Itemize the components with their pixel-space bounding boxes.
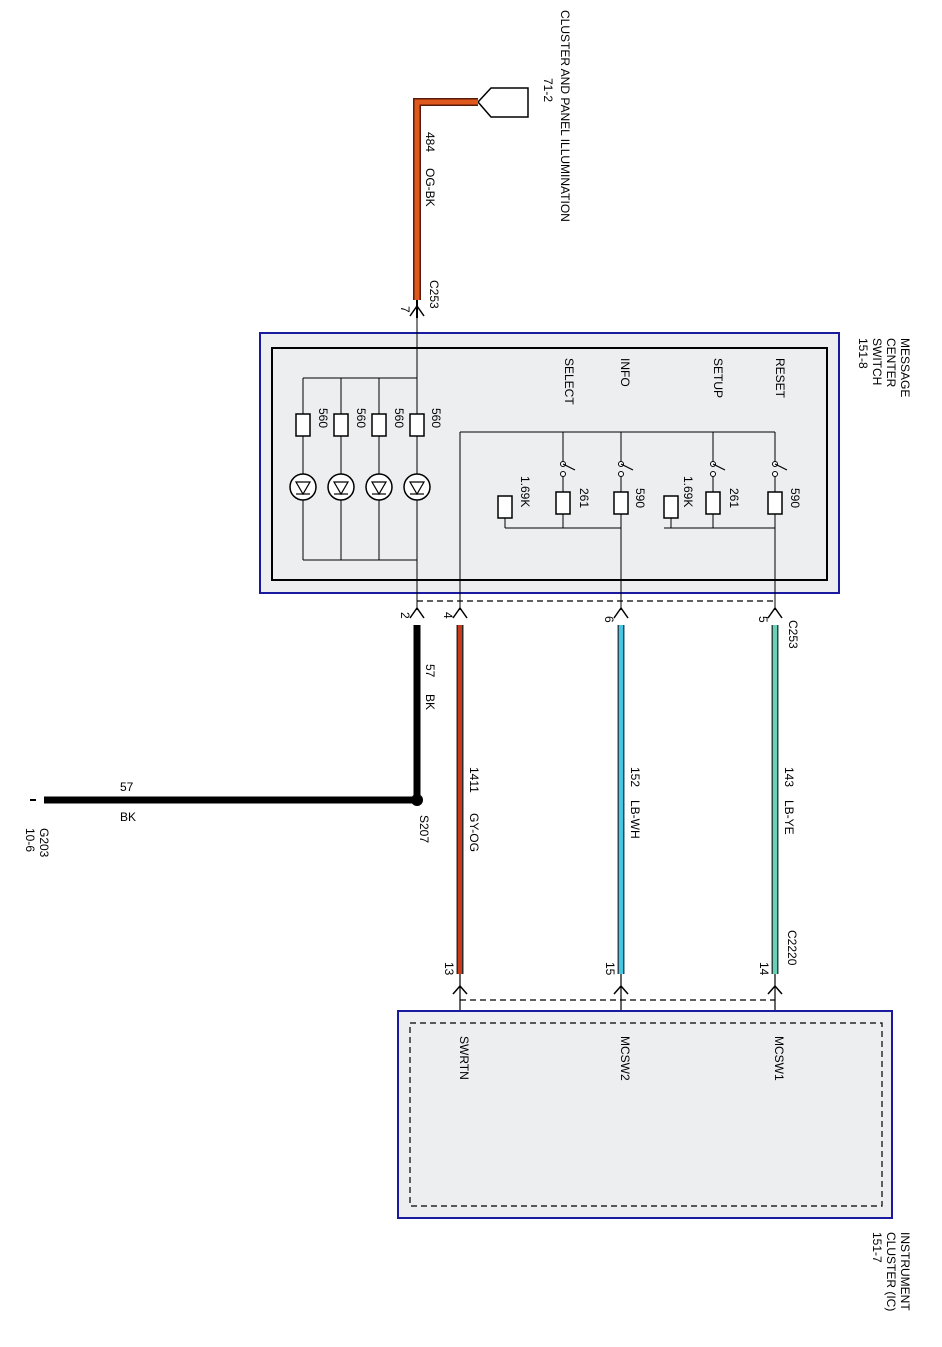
resistor-icon <box>555 491 571 515</box>
button-label-select: SELECT <box>562 358 576 405</box>
top-connector-ref: 71-2 <box>541 78 555 102</box>
top-connector: CLUSTER AND PANEL ILLUMINATION 71-2 <box>476 10 572 222</box>
splice-s207: 57 BK S207 <box>44 780 431 843</box>
c253-pin-2: 2 <box>398 612 412 619</box>
c253-pin-5: 5 <box>756 616 770 623</box>
cluster-module-box <box>397 1010 893 1219</box>
wire-484-number: 484 <box>423 132 437 152</box>
led-icon <box>403 473 431 501</box>
led-column-2: 560 <box>327 378 368 560</box>
connector-shape <box>476 87 529 118</box>
resistor-icon <box>613 491 629 515</box>
wire-484-color: OG-BK <box>423 168 437 207</box>
wire-152-color: LB-WH <box>628 800 642 839</box>
c253-bottom-connector: C253 2 4 6 5 <box>398 600 800 649</box>
resistor-icon <box>705 491 721 515</box>
resistor-value: 1.69K <box>681 476 695 507</box>
wire-1411: 1411 GY-OG <box>456 625 481 974</box>
switch-contact-icon <box>620 463 634 471</box>
c2220-pin-14: 14 <box>757 962 771 976</box>
ground-ref: 10-6 <box>23 828 37 852</box>
ground-name: G203 <box>37 828 51 858</box>
led-column-3: 560 <box>365 378 406 560</box>
wire-143: 143 LB-YE <box>771 625 796 974</box>
switch-title-2: CENTER <box>884 338 898 388</box>
resistor-value: 261 <box>577 488 591 508</box>
switch-group-left: 590 261 1.69K <box>497 432 647 610</box>
cluster-pin-mcsw1: MCSW1 <box>772 1036 786 1081</box>
c2220-name: C2220 <box>785 930 799 966</box>
resistor-value: 590 <box>788 488 802 508</box>
button-label-info: INFO <box>618 358 632 387</box>
button-label-setup: SETUP <box>711 358 725 398</box>
wire-484: 484 OG-BK <box>413 98 478 300</box>
splice-name: S207 <box>417 815 431 843</box>
wire-152: 152 LB-WH <box>617 625 642 974</box>
resistor-value: 1.69K <box>518 476 532 507</box>
wire-57-vertical-color: BK <box>423 694 437 710</box>
splice-dot-icon <box>411 794 423 806</box>
c253-pin-6: 6 <box>602 616 616 623</box>
c253-pin-4: 4 <box>441 612 455 619</box>
led-icon <box>327 473 355 501</box>
wire-57-vertical: 57 BK <box>413 625 437 800</box>
wire-57-vertical-number: 57 <box>423 664 437 678</box>
resistor-value: 261 <box>727 488 741 508</box>
wire-57-horizontal-number: 57 <box>120 780 134 794</box>
wire-143-color: LB-YE <box>782 800 796 835</box>
ground-g203: G203 10-6 <box>23 799 51 858</box>
led-resistor-icon <box>371 413 387 437</box>
led-resistor-icon <box>295 413 311 437</box>
top-connector-title: CLUSTER AND PANEL ILLUMINATION <box>558 10 572 222</box>
led-resistor-value: 560 <box>429 408 443 428</box>
wire-1411-number: 1411 <box>467 767 481 793</box>
wire-1411-color: GY-OG <box>467 813 481 852</box>
instrument-cluster: SWRTN MCSW2 MCSW1 INSTRUMENT CLUSTER (IC… <box>397 1010 912 1311</box>
cluster-pin-swrtn: SWRTN <box>457 1036 471 1080</box>
cluster-inner-box <box>409 1022 883 1207</box>
led-resistor-value: 560 <box>392 408 406 428</box>
switch-inner-box <box>271 347 828 581</box>
resistor-icon <box>497 495 513 519</box>
led-column-1: 560 <box>289 378 330 560</box>
c253-top-terminal: C253 7 <box>398 280 441 318</box>
wire-57-horizontal-color: BK <box>120 810 136 824</box>
switch-title-1: MESSAGE <box>898 338 912 397</box>
led-resistor-icon <box>333 413 349 437</box>
cluster-ref: 151-7 <box>870 1232 884 1263</box>
led-resistor-value: 560 <box>354 408 368 428</box>
led-column-4: 560 <box>403 408 443 501</box>
led-resistor-value: 560 <box>316 408 330 428</box>
switch-title-3: SWITCH <box>870 338 884 385</box>
resistor-icon <box>767 491 783 515</box>
c2220-pin-15: 15 <box>603 962 617 976</box>
wire-143-number: 143 <box>782 767 796 787</box>
led-resistor-icon <box>409 413 425 437</box>
c253-bottom-name: C253 <box>786 620 800 649</box>
button-label-reset: RESET <box>773 358 787 399</box>
wire-152-number: 152 <box>628 767 642 787</box>
switch-ref: 151-8 <box>856 338 870 369</box>
c253-top-pin: 7 <box>398 306 412 313</box>
c2220-pin-13: 13 <box>442 962 456 976</box>
switch-group-right: 590 261 1.69K <box>663 432 802 610</box>
message-center-switch: MESSAGE CENTER SWITCH 151-8 560 560 <box>259 318 912 610</box>
cluster-title-1: INSTRUMENT <box>898 1232 912 1311</box>
resistor-icon <box>663 495 679 519</box>
c253-top-name: C253 <box>427 280 441 309</box>
switch-contact-icon <box>774 463 788 471</box>
led-icon <box>365 473 393 501</box>
resistor-value: 590 <box>633 488 647 508</box>
led-icon <box>289 473 317 501</box>
switch-contact-icon <box>562 463 576 471</box>
cluster-pin-mcsw2: MCSW2 <box>618 1036 632 1081</box>
cluster-title-2: CLUSTER (IC) <box>884 1232 898 1311</box>
switch-contact-icon <box>712 463 726 471</box>
